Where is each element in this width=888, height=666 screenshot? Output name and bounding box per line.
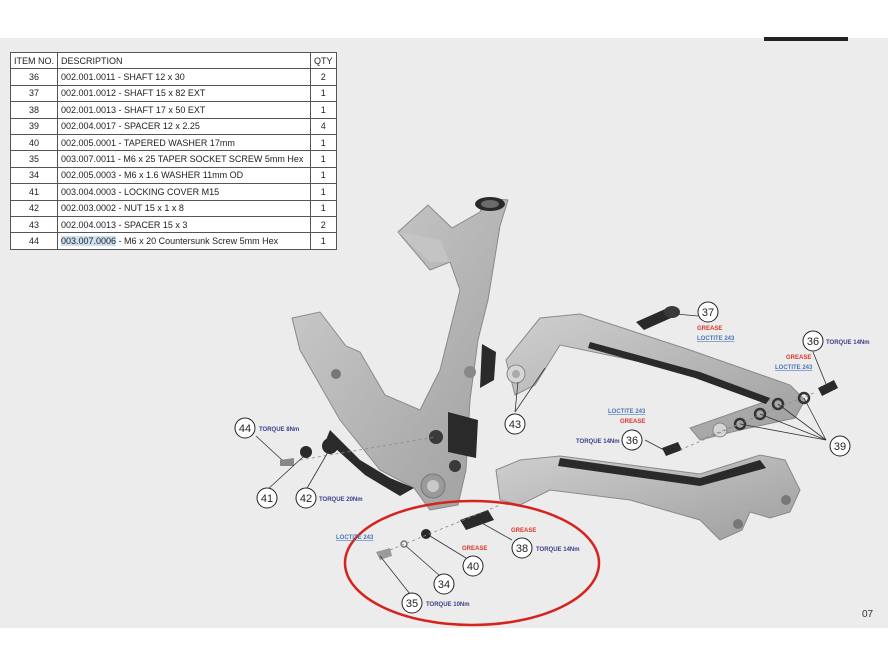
qty: 1 [310,232,337,250]
part-description: 003.007.0011 - M6 x 25 TAPER SOCKET SCRE… [61,154,304,165]
spacer-39 [771,397,785,411]
callout-38: 38 [511,537,533,559]
assembly-lines [299,391,817,551]
screw-35 [376,548,392,560]
shaft-38 [460,510,494,530]
loctite-label: LOCTITE 243 [336,535,374,541]
callout-36-lower: 36 [621,429,643,451]
callout-number: 35 [406,598,418,610]
callout-number: 38 [516,543,528,555]
loctite-label: LOCTITE 243 [608,409,646,415]
callout-number: 36 [626,435,638,447]
torque-label: TORQUE 14Nm [536,547,580,553]
loctite-label: LOCTITE 243 [775,365,813,371]
spacer-39 [733,417,747,431]
item-no: 44 [10,232,58,250]
part-description: 002.001.0013 - SHAFT 17 x 50 EXT [61,104,206,115]
grease-label: GREASE [511,528,536,534]
callout-number: 39 [834,441,846,453]
torque-label: TORQUE 14Nm [576,439,620,445]
grease-label: GREASE [697,326,722,332]
torque-label: TORQUE 10Nm [426,602,470,608]
part-description: 002.003.0002 - NUT 15 x 1 x 8 [61,203,184,214]
leader-lines [255,313,827,595]
grease-label: GREASE [786,355,811,361]
shaft-36-lower [662,442,682,456]
callout-number: 36 [807,336,819,348]
spacer-39 [797,391,811,405]
loctite-label: LOCTITE 243 [697,336,735,342]
part-description: - M6 x 20 Countersunk Screw 5mm Hex [116,235,279,246]
callout-41: 41 [256,487,278,509]
highlight-ellipse [343,499,601,627]
callout-number: 34 [438,579,450,591]
part-description: 002.005.0003 - M6 x 1.6 WASHER 11mm OD [61,170,244,181]
callout-number: 42 [300,493,312,505]
torque-label: TORQUE 14Nm [826,340,870,346]
part-description: 003.004.0003 - LOCKING COVER M15 [61,186,220,197]
part-description: 002.005.0001 - TAPERED WASHER 17mm [61,137,235,148]
hardware-parts [280,306,838,560]
callout-44: 44 [234,417,256,439]
callout-number: 40 [467,561,479,573]
nut-42 [322,438,338,454]
part-description: 002.004.0017 - SPACER 12 x 2.25 [61,121,200,132]
page-number: 07 [862,609,874,620]
torque-label: TORQUE 8Nm [259,427,299,433]
lower-chainstay [495,454,801,541]
screw-44 [280,458,294,466]
grease-label: GREASE [462,546,487,552]
shaft-36-upper [818,380,838,396]
callout-35: 35 [401,592,423,614]
callout-number: 44 [239,423,251,435]
part-description: 002.001.0012 - SHAFT 15 x 82 EXT [61,88,206,99]
part-code: 003.007.0006 [61,235,117,246]
callout-36-upper: 36 [802,330,824,352]
callout-39: 39 [829,435,851,457]
callout-34: 34 [433,573,455,595]
callout-number: 37 [702,307,714,319]
part-description: 002.004.0013 - SPACER 15 x 3 [61,219,188,230]
callout-40: 40 [462,555,484,577]
callout-number: 43 [509,419,521,431]
spacer-39 [753,407,767,421]
callout-43: 43 [504,413,526,435]
locking-cover-41 [300,446,312,458]
torque-label: TORQUE 20Nm [319,497,363,503]
header-rule [764,37,848,41]
callout-42: 42 [295,487,317,509]
part-description: 002.001.0011 - SHAFT 12 x 30 [61,72,185,83]
washer-34 [400,540,408,548]
front-triangle-frame [291,197,509,511]
description: 003.007.0006 - M6 x 20 Countersunk Screw… [57,232,311,250]
callout-number: 41 [261,493,273,505]
upper-seatstay [505,313,806,441]
grease-label: GREASE [620,419,645,425]
callout-37: 37 [697,301,719,323]
